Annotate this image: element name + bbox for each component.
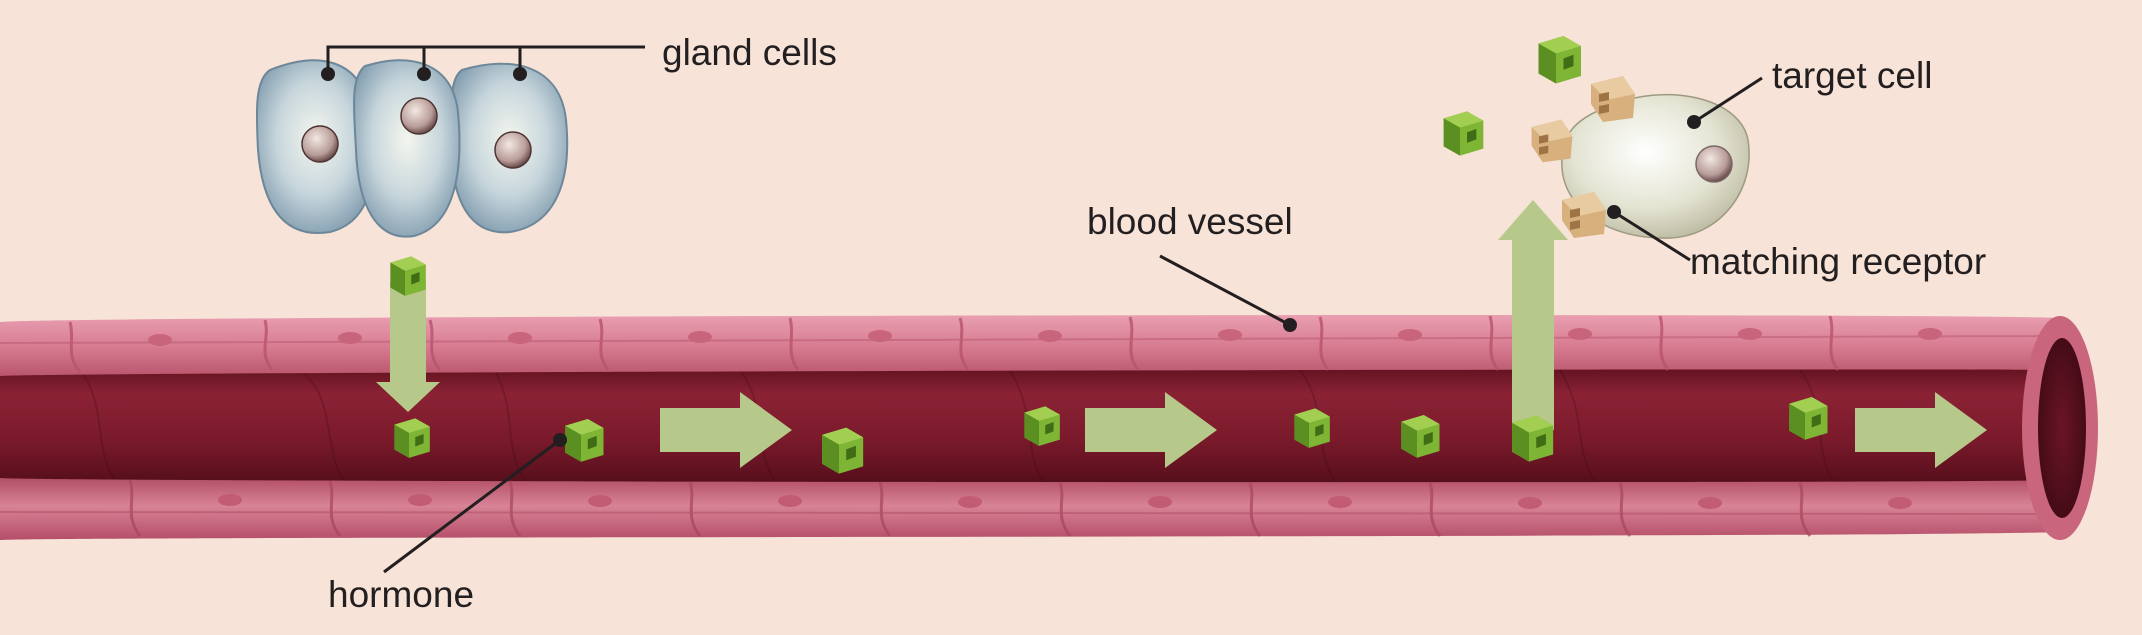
target-nucleus: [1695, 145, 1733, 183]
gland-nucleus-right: [494, 131, 532, 169]
target-cell-leader: [1693, 76, 1763, 124]
vessel-end-opening: [2038, 338, 2086, 518]
blood-vessel-leader: [1159, 254, 1291, 327]
hormone: [390, 256, 426, 296]
hormone: [822, 427, 864, 474]
hormone: [1512, 415, 1554, 462]
hormone: [1443, 111, 1484, 156]
gland-cells-label: gland cells: [662, 32, 837, 73]
blood-vessel-label: blood vessel: [1087, 201, 1293, 242]
wall-top-nuclei: [148, 328, 1942, 346]
vessel-wall-bottom: [0, 478, 2060, 540]
hormone-leader: [383, 438, 561, 574]
hormone: [1024, 406, 1060, 446]
target-cell-group: [1531, 76, 1750, 239]
gland-cells: [255, 59, 569, 238]
leader-dots: [321, 67, 1701, 447]
hormone: [1401, 415, 1440, 458]
gland-cell-middle: [352, 59, 461, 238]
receptor-leader: [1613, 210, 1691, 262]
flow-arrows: [376, 200, 1987, 468]
hormone: [394, 418, 430, 458]
gland-nucleus-middle: [400, 97, 438, 135]
flow-arrow-3: [1855, 392, 1987, 468]
target-cell-label: target cell: [1772, 55, 1933, 96]
hormone: [565, 419, 604, 462]
target-cell: [1561, 93, 1750, 239]
exit-arrow: [1498, 200, 1568, 430]
hormone: [1538, 36, 1581, 84]
flow-arrow-1: [660, 392, 792, 468]
vessel-wall-top: [0, 315, 2060, 376]
hormone: [1294, 408, 1330, 448]
flow-arrow-2: [1085, 392, 1217, 468]
hormone-label: hormone: [328, 574, 475, 615]
wall-bottom-nuclei: [218, 494, 1912, 509]
receptor-left: [1531, 119, 1573, 163]
gland-nucleus-left: [301, 125, 339, 163]
hormone: [1789, 397, 1828, 440]
secretion-arrow: [376, 282, 440, 412]
matching-receptor-label: matching receptor: [1690, 241, 1987, 282]
